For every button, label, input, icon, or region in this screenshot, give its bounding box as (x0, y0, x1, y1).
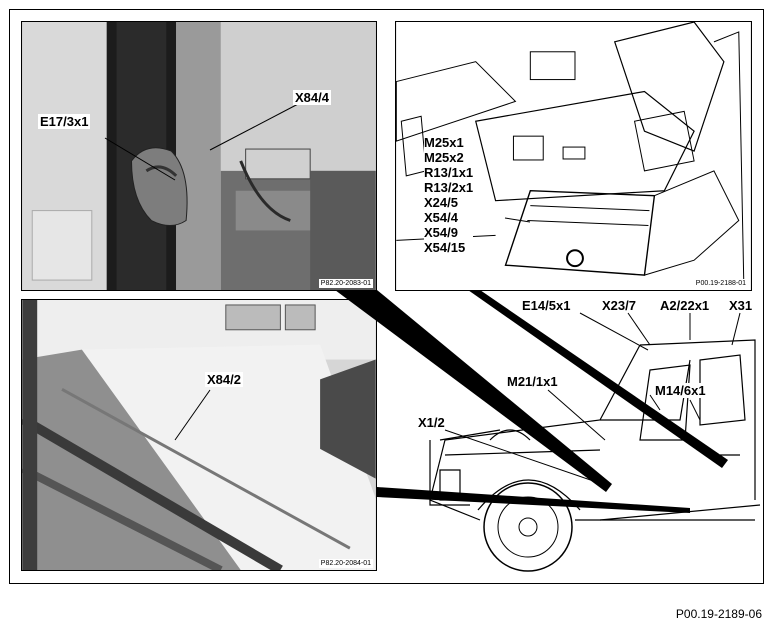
label-m14-6x1: M14/6x1 (653, 383, 708, 398)
label-e14-5x1: E14/5x1 (522, 298, 571, 313)
connector-label: R13/1x1 (424, 165, 474, 180)
figure-frame (9, 9, 764, 584)
label-x84-4: X84/4 (293, 90, 331, 105)
label-x1-2: X1/2 (418, 415, 445, 430)
door-sill-photo-illustration (22, 300, 376, 570)
connector-label: R13/2x1 (424, 180, 474, 195)
connector-list: M25x1 M25x2 R13/1x1 R13/2x1 X24/5 X54/4 … (424, 135, 474, 255)
connector-label: X54/9 (424, 225, 458, 240)
connector-label: M25x1 (424, 135, 464, 150)
door-pillar-photo-illustration (22, 22, 376, 290)
connector-label: X54/4 (424, 210, 458, 225)
photo-code: P00.19-2188-01 (693, 279, 748, 288)
label-x84-2: X84/2 (205, 372, 243, 387)
photo-door-pillar: P82.20-2083-01 (21, 21, 377, 291)
connector-label: X24/5 (424, 195, 458, 210)
photo-code: P82.20-2084-01 (318, 559, 373, 568)
photo-code: P82.20-2083-01 (318, 279, 373, 288)
photo-seat-area: M25x1 M25x2 R13/1x1 R13/2x1 X24/5 X54/4 … (395, 21, 752, 291)
label-x31: X31 (729, 298, 753, 313)
figure-code: P00.19-2189-06 (675, 607, 762, 621)
connector-label: M25x2 (424, 150, 464, 165)
connector-label: X54/15 (424, 240, 466, 255)
label-e17-3x1: E17/3x1 (38, 114, 91, 129)
photo-door-sill: P82.20-2084-01 (21, 299, 377, 571)
label-x23-7: X23/7 (602, 298, 636, 313)
label-m21-1x1: M21/1x1 (507, 374, 558, 389)
label-a2-22x1: A2/22x1 (660, 298, 710, 313)
